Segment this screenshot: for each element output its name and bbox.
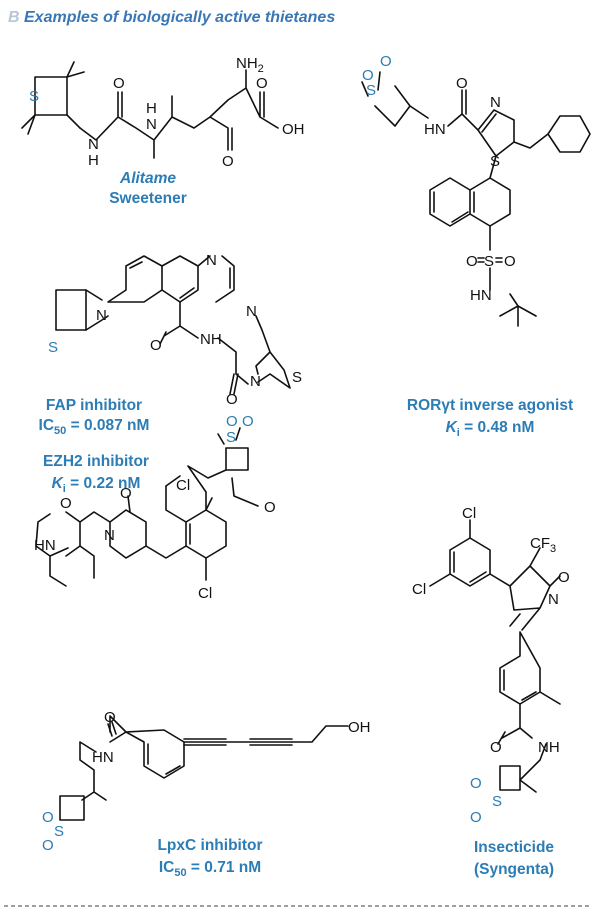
ezh2-O1: O <box>226 413 238 430</box>
ror-O5: O <box>504 253 516 270</box>
alitame-structure <box>21 61 279 159</box>
ror-O2: O <box>380 53 392 70</box>
insect-NH: NH <box>538 739 560 756</box>
lpxc-OH: OH <box>348 719 371 736</box>
fap-activity: IC50 = 0.087 nM <box>39 417 150 437</box>
ezh2-O4: O <box>60 495 72 512</box>
fap-azetidine-N: N <box>96 307 107 324</box>
insect-thietane-S: S <box>492 793 502 810</box>
alitame-name: Alitame <box>119 170 176 187</box>
fap-name: FAP inhibitor <box>46 397 142 414</box>
ezh2-thietane-S: S <box>226 429 236 446</box>
insect-isoxazoline-N: N <box>548 591 559 608</box>
ror-O1: O <box>362 67 374 84</box>
fap-quinoline-N: N <box>206 252 217 269</box>
lpxc-O3: O <box>42 837 54 854</box>
ror-HN2: HN <box>470 287 492 304</box>
ezh2-O3: O <box>120 485 132 502</box>
alitame-OH: OH <box>282 121 305 138</box>
lpxc-HN: HN <box>92 749 114 766</box>
lpxc-name: LpxC inhibitor <box>157 837 262 854</box>
insect-Cl1: Cl <box>462 505 476 522</box>
insect-Cl2: Cl <box>412 581 426 598</box>
ror-HN: HN <box>424 121 446 138</box>
ezh2-HN: HN <box>34 537 56 554</box>
alitame-amine: NH2 <box>236 55 264 75</box>
fap-NH: NH <box>200 331 222 348</box>
fap-thiazolidine-S: S <box>292 369 302 386</box>
ror-thiazole-S: S <box>490 153 500 170</box>
fap-O2: O <box>226 391 238 408</box>
ezh2-name: EZH2 inhibitor <box>43 453 149 470</box>
ezh2-methoxy-O: O <box>264 499 276 516</box>
alitame-activity: Sweetener <box>109 190 187 207</box>
ror-O3: O <box>456 75 468 92</box>
alitame-NH1-H: H <box>88 152 99 169</box>
alitame-NH2-H: H <box>146 100 157 117</box>
insect-O2: O <box>470 775 482 792</box>
fap-structure <box>55 255 291 395</box>
ror-name: RORγt inverse agonist <box>407 397 573 414</box>
insect-O1: O <box>490 739 502 756</box>
alitame-O2: O <box>222 153 234 170</box>
fap-O1: O <box>150 337 162 354</box>
alitame-NH2-N: N <box>146 116 157 133</box>
insect-activity: (Syngenta) <box>474 861 554 878</box>
ror-thiazole-N: N <box>490 94 501 111</box>
alitame-O1: O <box>113 75 125 92</box>
alitame-O3: O <box>256 75 268 92</box>
fap-thiazolidine-N: N <box>250 373 261 390</box>
fap-spiro-S: S <box>48 339 58 356</box>
ezh2-N: N <box>104 527 115 544</box>
ror-structure <box>361 71 591 327</box>
ezh2-activity: Ki = 0.22 nM <box>52 475 141 495</box>
ezh2-structure <box>35 427 259 587</box>
ezh2-Cl1: Cl <box>176 477 190 494</box>
panel-title: Examples of biologically active thietane… <box>24 9 335 26</box>
panel-letter: B <box>8 9 20 26</box>
fap-nitrile-N: N <box>246 303 257 320</box>
insect-isoxazoline-O: O <box>558 569 570 586</box>
alitame-NH1-N: N <box>88 136 99 153</box>
ezh2-Cl2: Cl <box>198 585 212 602</box>
lpxc-thietane-S: S <box>54 823 64 840</box>
lpxc-structure <box>59 715 349 821</box>
lpxc-activity: IC50 = 0.71 nM <box>159 859 261 879</box>
ror-O4: O <box>466 253 478 270</box>
insect-name: Insecticide <box>474 839 554 856</box>
ror-thietane-S: S <box>366 82 376 99</box>
ezh2-O2: O <box>242 413 254 430</box>
insect-CF3: CF3 <box>530 535 556 555</box>
ror-sulfonyl-S: S <box>484 253 494 270</box>
alitame-thietane-S: S <box>29 88 39 105</box>
insect-O3: O <box>470 809 482 826</box>
lpxc-O1: O <box>104 709 116 726</box>
lpxc-O2: O <box>42 809 54 826</box>
insecticide-structure <box>429 519 561 793</box>
ror-activity: Ki = 0.48 nM <box>446 419 535 439</box>
